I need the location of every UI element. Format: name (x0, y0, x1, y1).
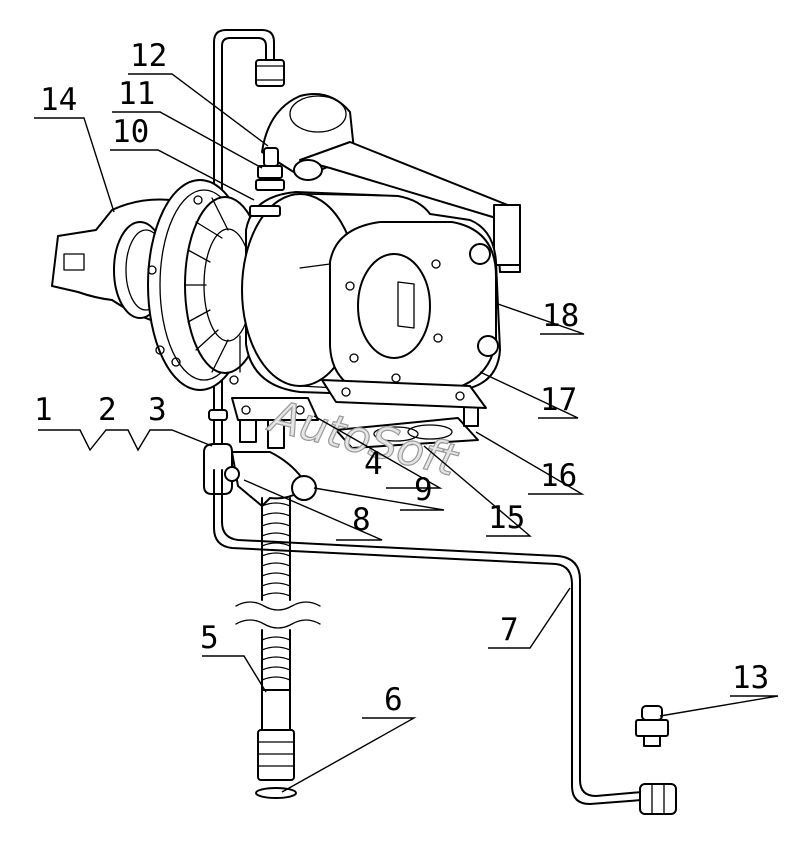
callout-9: 9 (414, 472, 433, 508)
top-fastener-stack (249, 147, 285, 217)
callout-5: 5 (200, 620, 219, 656)
union-fitting (635, 705, 669, 747)
callout-numbers: 1 2 3 4 5 6 7 8 9 10 11 12 13 14 15 16 1… (34, 38, 769, 718)
drain-bracket (203, 443, 317, 507)
callout-7: 7 (500, 612, 519, 648)
callout-4: 4 (364, 446, 383, 482)
seal-ring (255, 787, 297, 799)
callout-13: 13 (732, 660, 769, 696)
callout-1: 1 (34, 392, 53, 428)
callout-15: 15 (488, 500, 525, 536)
callout-8: 8 (352, 502, 371, 538)
callout-3: 3 (148, 392, 167, 428)
turbine-outlet-flange (329, 221, 499, 395)
wastegate-actuator (293, 141, 521, 273)
callout-12: 12 (130, 38, 167, 74)
callout-18: 18 (542, 298, 579, 334)
callout-11: 11 (118, 76, 155, 112)
callout-14: 14 (40, 82, 77, 118)
oil-pipe (213, 469, 677, 815)
callout-16: 16 (540, 458, 577, 494)
callout-6: 6 (384, 682, 403, 718)
oil-drain-flange (231, 397, 319, 449)
callout-10: 10 (112, 114, 149, 150)
callout-2: 2 (98, 392, 117, 428)
turbine-foot (321, 379, 487, 409)
leader-lines (34, 73, 779, 793)
callout-17: 17 (540, 382, 577, 418)
